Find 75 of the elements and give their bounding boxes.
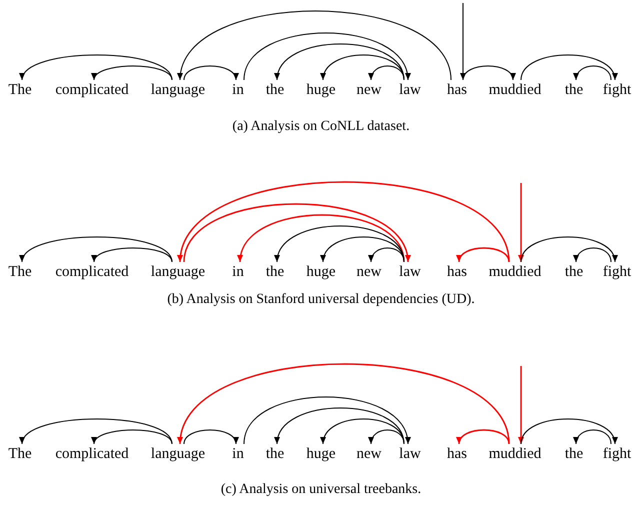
word-label: complicated: [55, 263, 129, 281]
word-label: huge: [306, 263, 336, 281]
dependency-arc: [178, 10, 452, 80]
word-label: the: [266, 81, 284, 99]
word-label: The: [8, 445, 32, 463]
word-label: huge: [306, 445, 336, 463]
word-label: language: [150, 81, 206, 99]
word-label: muddied: [488, 81, 542, 99]
root-arrow: [518, 183, 524, 262]
word-label: complicated: [55, 81, 129, 99]
dependency-arc: [22, 418, 172, 444]
word-label: the: [564, 263, 584, 281]
word-label: fight: [602, 81, 632, 99]
word-label: law: [399, 81, 421, 99]
word-label: law: [399, 445, 421, 463]
dependency-arc: [574, 66, 612, 80]
word-label: new: [356, 445, 382, 463]
dependency-arc: [574, 430, 612, 444]
word-label: has: [447, 263, 467, 281]
dependency-arc: [184, 66, 238, 80]
dependency-arc: [244, 396, 410, 444]
caption: (c) Analysis on universal treebanks.: [220, 482, 422, 497]
dependency-arc: [184, 430, 238, 444]
dependency-arc: [94, 430, 172, 444]
word-label: law: [399, 263, 421, 281]
word-label: new: [356, 81, 382, 99]
caption: (b) Analysis on Stanford universal dependencies (UD).: [167, 292, 475, 307]
word-label: language: [150, 445, 206, 463]
dependency-arc: [520, 236, 616, 262]
word-label: muddied: [488, 445, 542, 463]
dependency-arc: [238, 214, 405, 262]
dependency-arc: [574, 248, 612, 262]
dependency-arc: [322, 54, 404, 80]
word-label: The: [8, 263, 32, 281]
word-label: has: [447, 445, 467, 463]
word-label: muddied: [488, 263, 542, 281]
word-label: The: [8, 81, 32, 99]
root-arrow: [460, 2, 466, 80]
dependency-arc: [276, 226, 404, 262]
word-label: huge: [306, 81, 336, 99]
dependency-arc: [520, 418, 616, 444]
dependency-arc: [244, 32, 410, 80]
dependency-arc: [178, 181, 510, 262]
caption: (a) Analysis on CoNLL dataset.: [232, 119, 410, 134]
dependency-arc: [458, 247, 510, 262]
dependency-arc: [458, 429, 510, 444]
dependency-arc: [462, 66, 514, 80]
dependency-arc: [22, 236, 172, 262]
dependency-arc: [22, 54, 172, 80]
dependency-arc: [369, 248, 404, 262]
dependency-arc: [276, 408, 404, 444]
dependency-arc: [178, 363, 510, 444]
word-label: new: [356, 263, 382, 281]
dependency-arc: [322, 236, 404, 262]
word-label: the: [266, 445, 284, 463]
word-label: the: [564, 445, 584, 463]
dependency-arc: [276, 44, 404, 80]
word-label: complicated: [55, 445, 129, 463]
dependency-arc: [94, 66, 172, 80]
word-label: fight: [602, 263, 632, 281]
dependency-arc: [369, 66, 404, 80]
word-label: the: [564, 81, 584, 99]
word-label: language: [150, 263, 206, 281]
dependency-arc: [520, 54, 616, 80]
word-label: in: [232, 81, 244, 99]
dependency-arc: [322, 418, 404, 444]
dependency-arc: [94, 248, 172, 262]
root-arrow: [518, 366, 524, 444]
word-label: in: [232, 263, 244, 281]
word-label: fight: [602, 445, 632, 463]
word-label: has: [447, 81, 467, 99]
dependency-arc: [369, 430, 404, 444]
word-label: in: [232, 445, 244, 463]
word-label: the: [266, 263, 284, 281]
dependency-arc: [183, 203, 410, 262]
